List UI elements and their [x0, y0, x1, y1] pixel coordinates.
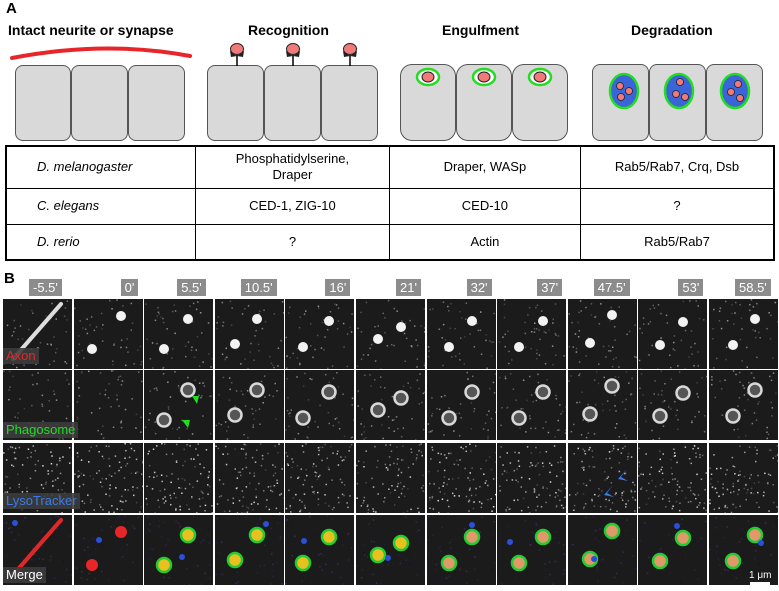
receptor-with-debris — [343, 43, 357, 66]
time-label: 21' — [396, 279, 421, 296]
micrograph-tile — [73, 299, 143, 369]
species-cell: C. elegans — [5, 187, 197, 225]
micrograph-tile — [497, 443, 567, 513]
micrograph-tile — [638, 443, 708, 513]
receptor-with-debris — [286, 43, 300, 66]
recognition-cell: Phosphatidylserine,Draper — [195, 145, 390, 189]
cell — [207, 65, 264, 141]
engulfment-cell: Actin — [388, 223, 582, 261]
micrograph-tile — [426, 370, 496, 440]
micrograph-tile — [497, 299, 567, 369]
intact-neurite — [10, 46, 192, 60]
species-table: D. melanogaster Phosphatidylserine,Drape… — [5, 145, 775, 261]
recognition-cell: ? — [195, 223, 390, 261]
degradation-lysosomes — [608, 72, 751, 110]
stage-title-intact: Intact neurite or synapse — [8, 22, 174, 38]
micrograph-tile — [567, 370, 637, 440]
micrograph-tile — [285, 443, 355, 513]
degradation-cell: Rab5/Rab7, Crq, Dsb — [580, 145, 775, 189]
time-label: 16' — [325, 279, 351, 296]
micrograph-tile — [214, 299, 284, 369]
engulfment-cell: Draper, WASp — [388, 145, 582, 189]
table-row: D. rerio ? Actin Rab5/Rab7 — [5, 223, 775, 261]
micrograph-tile — [73, 515, 143, 585]
micrograph-tile — [144, 515, 214, 585]
time-label: 5.5' — [177, 279, 206, 296]
micrograph-tile — [709, 515, 778, 585]
time-label: 53' — [678, 279, 704, 296]
micrograph-tile — [638, 515, 708, 585]
micrograph-tile — [426, 515, 496, 585]
stage-title-recognition: Recognition — [248, 22, 329, 38]
engulfment-cell: CED-10 — [388, 187, 582, 225]
micrograph-tile — [73, 370, 143, 440]
species-cell: D. rerio — [5, 223, 197, 261]
panel-b-letter: B — [4, 270, 15, 287]
micrograph-tile — [709, 443, 778, 513]
row-label: Axon — [3, 348, 39, 364]
stage-title-engulfment: Engulfment — [442, 22, 519, 38]
cell — [71, 65, 128, 141]
row-label: Merge — [3, 567, 46, 583]
micrograph-tile — [285, 515, 355, 585]
recognition-receptors — [230, 43, 357, 66]
micrograph-tile — [356, 443, 425, 513]
row-label: Phagosome — [3, 422, 79, 438]
micrograph-tile — [356, 515, 425, 585]
table-row: D. melanogaster Phosphatidylserine,Drape… — [5, 145, 775, 189]
time-label: 10.5' — [240, 279, 277, 296]
micrograph-tile — [497, 370, 567, 440]
scale-bar — [750, 582, 770, 585]
micrograph-tile — [356, 299, 425, 369]
micrograph-tile — [144, 370, 214, 440]
micrograph-tile — [214, 443, 284, 513]
time-label: 47.5' — [593, 279, 630, 296]
micrograph-tile — [497, 515, 567, 585]
row-label: LysoTracker — [3, 493, 80, 509]
micrograph-tile — [144, 443, 214, 513]
micrograph-tile — [709, 370, 778, 440]
species-cell: D. melanogaster — [5, 145, 197, 189]
micrograph-tile — [285, 370, 355, 440]
micrograph-tile — [285, 299, 355, 369]
cell — [400, 64, 456, 141]
micrograph-tile — [638, 370, 708, 440]
degradation-cell: Rab5/Rab7 — [580, 223, 775, 261]
time-label: 58.5' — [735, 279, 771, 296]
micrograph-tile — [73, 443, 143, 513]
engulfment-phagosomes — [415, 67, 553, 87]
micrograph-tile — [567, 299, 637, 369]
time-label: 32' — [466, 279, 492, 296]
cell — [264, 65, 321, 141]
receptor-with-debris — [230, 43, 244, 66]
micrograph-tile — [567, 515, 637, 585]
recognition-cell: CED-1, ZIG-10 — [195, 187, 390, 225]
scale-bar-label: 1 μm — [749, 570, 772, 581]
micrograph-tile — [356, 370, 425, 440]
micrograph-tile — [214, 370, 284, 440]
cell — [15, 65, 71, 141]
time-label: 0' — [120, 279, 139, 296]
cell — [321, 65, 378, 141]
cell — [128, 65, 185, 141]
micrograph-tile — [144, 299, 214, 369]
table-row: C. elegans CED-1, ZIG-10 CED-10 ? — [5, 187, 775, 225]
micrograph-tile — [426, 299, 496, 369]
degradation-cell: ? — [580, 187, 775, 225]
micrograph-tile — [567, 443, 637, 513]
micrograph-tile — [638, 299, 708, 369]
micrograph-tile — [709, 299, 778, 369]
micrograph-tile — [214, 515, 284, 585]
time-label: 37' — [537, 279, 563, 296]
micrograph-tile — [426, 443, 496, 513]
stage-title-degradation: Degradation — [631, 22, 713, 38]
time-label: -5.5' — [29, 279, 62, 296]
panel-a-letter: A — [6, 0, 17, 17]
